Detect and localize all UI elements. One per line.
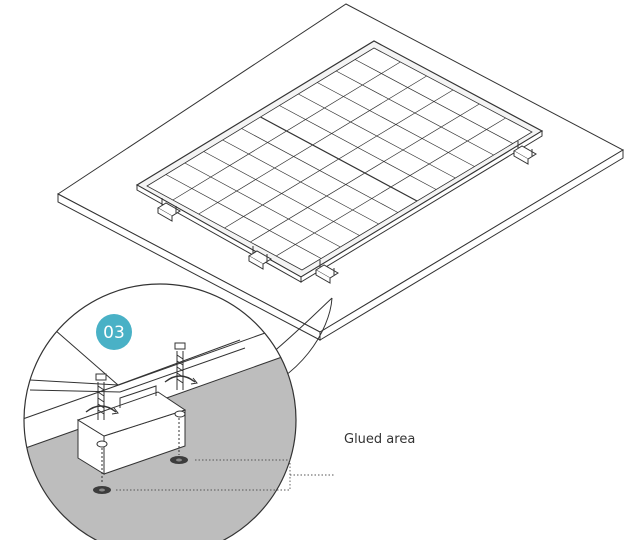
bracket-left <box>157 198 181 222</box>
step-badge: 03 <box>96 314 132 350</box>
cell-grid-line <box>275 117 506 257</box>
cell-grid-line <box>172 61 401 201</box>
cell-grid-line <box>198 75 427 215</box>
leader-lines <box>116 459 334 491</box>
l-bracket <box>76 385 187 475</box>
screw-right <box>164 342 198 390</box>
bracket-right-back <box>513 141 537 165</box>
screw-left <box>85 373 119 420</box>
detail-magnifier <box>23 283 297 540</box>
bracket-right-front <box>315 260 339 284</box>
cell-grid-line <box>250 103 480 243</box>
solar-panel <box>135 40 544 283</box>
mounting-brackets <box>157 141 537 284</box>
cell-grid <box>165 59 513 259</box>
glued-area-spots <box>93 456 188 494</box>
step-badge-circle <box>96 314 132 350</box>
step-number: 03 <box>103 323 125 343</box>
cell-grid-line <box>224 89 454 229</box>
bracket-middle <box>248 246 272 270</box>
ground-section <box>24 340 296 540</box>
glued-area-label: Glued area <box>344 432 415 447</box>
